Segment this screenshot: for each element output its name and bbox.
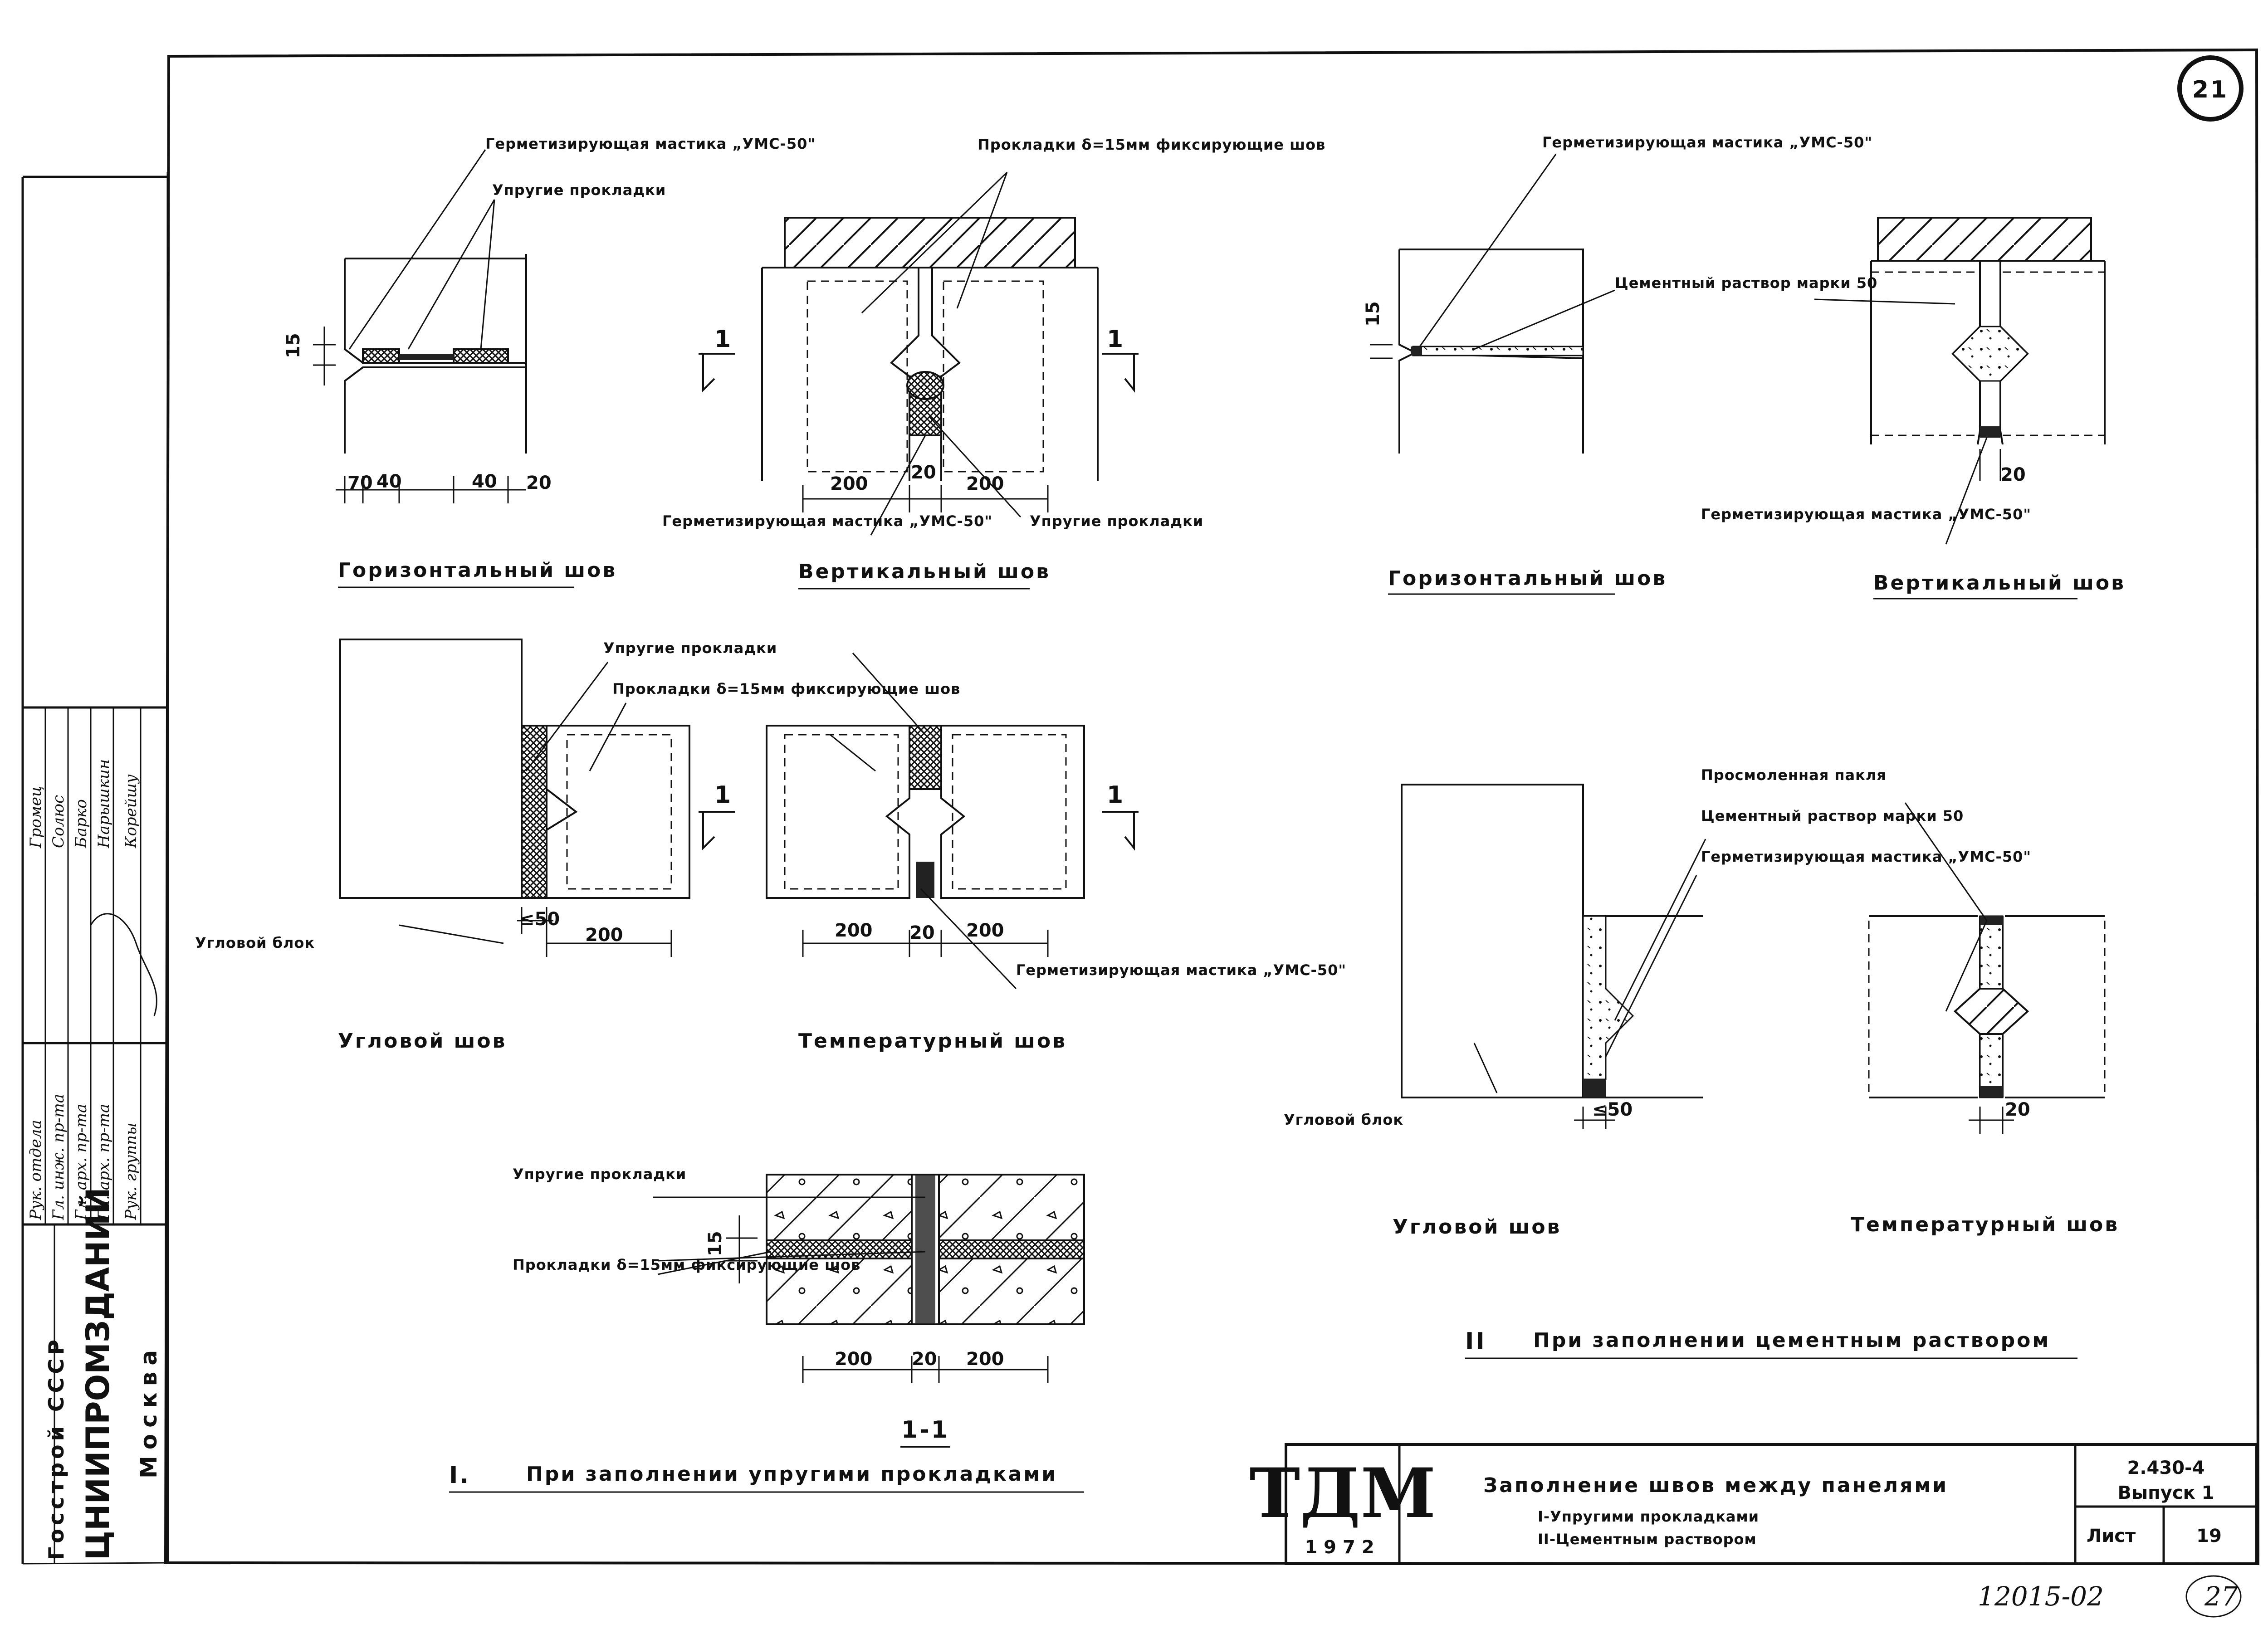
side-role-1: Рук. отдела bbox=[27, 1120, 45, 1220]
p1s-fix-label: Прокладки δ=15мм фиксирующие шов bbox=[513, 1256, 860, 1273]
p2-temperature-joint: 20 Температурный шов bbox=[1851, 802, 2119, 1236]
doc-code: 2.430-4 bbox=[2127, 1458, 2205, 1478]
p1s-gaskets-label: Упругие прокладки bbox=[513, 1166, 686, 1183]
p1v-section-mark-left: 1 bbox=[714, 326, 733, 353]
p1v-dim-3: 200 bbox=[966, 473, 1004, 494]
p1t-dim-2: 20 bbox=[909, 922, 935, 943]
p1h-caption: Горизонтальный шов bbox=[338, 559, 617, 582]
p1c-caption: Угловой шов bbox=[338, 1029, 507, 1053]
p2h-sealant-label: Герметизирующая мастика „УМС-50" bbox=[1542, 134, 1872, 151]
p2v-sealant-label: Герметизирующая мастика „УМС-50" bbox=[1701, 506, 2031, 523]
p1s-dim-2: 20 bbox=[912, 1349, 937, 1370]
sheet-label: Лист bbox=[2087, 1526, 2136, 1546]
side-name-1: Громец bbox=[27, 786, 45, 849]
svg-text:27: 27 bbox=[2204, 1581, 2238, 1612]
p1s-dim-v: 15 bbox=[705, 1231, 726, 1256]
p1t-section-mark-left: 1 bbox=[714, 781, 733, 809]
p1-temperature-joint: Герметизирующая мастика „УМС-50" 1 1 200… bbox=[699, 653, 1346, 1053]
p1h-sealant-label: Герметизирующая мастика „УМС-50" bbox=[485, 135, 816, 152]
p1c-corner-block-label: Угловой блок bbox=[195, 934, 315, 951]
p1-corner-joint: Упругие прокладки Прокладки δ=15мм фикси… bbox=[195, 639, 960, 1053]
part1-title: I. При заполнении упругими прокладками bbox=[449, 1462, 1084, 1493]
p1v-dim-2: 20 bbox=[911, 462, 936, 483]
side-city: Москва bbox=[136, 1344, 162, 1478]
p2h-mortar-label: Цементный раствор марки 50 bbox=[1615, 274, 1877, 292]
p1c-gaskets-label: Упругие прокладки bbox=[603, 639, 777, 657]
side-name-2: Солюс bbox=[49, 795, 68, 848]
side-org2: ЦНИИПРОМЗДАНИЙ bbox=[79, 1187, 117, 1560]
p1v-dim-1: 200 bbox=[830, 473, 868, 494]
p2c-caption: Угловой шов bbox=[1393, 1215, 1561, 1239]
signature-scribble bbox=[90, 913, 157, 1016]
tb-title-1: Заполнение швов между панелями bbox=[1483, 1474, 1948, 1497]
p1t-sealant-label: Герметизирующая мастика „УМС-50" bbox=[1016, 961, 1346, 979]
svg-text:21: 21 bbox=[2192, 76, 2229, 103]
p2h-dim-v: 15 bbox=[1363, 301, 1383, 327]
title-block: ТДМ 1972 Заполнение швов между панелями … bbox=[1249, 1443, 2258, 1565]
p2t-caption: Температурный шов bbox=[1851, 1213, 2119, 1236]
p1t-section-mark-right: 1 bbox=[1107, 781, 1125, 809]
p2c-corner-block-label: Угловой блок bbox=[1284, 1111, 1403, 1128]
side-stamp: Госстрой СССР ЦНИИПРОМЗДАНИЙ Москва Рук.… bbox=[21, 172, 169, 1564]
p1s-dim-3: 200 bbox=[966, 1349, 1004, 1370]
side-name-4: Нарышкин bbox=[95, 759, 113, 849]
p1v-caption: Вертикальный шов bbox=[798, 560, 1051, 583]
p2c-dim-1: ≤50 bbox=[1592, 1099, 1633, 1120]
p1t-dim-1: 200 bbox=[835, 920, 873, 941]
side-role-4: Гл. арх. пр-та bbox=[95, 1104, 113, 1220]
issue: Выпуск 1 bbox=[2118, 1483, 2214, 1503]
p1-horizontal-joint: Герметизирующая мастика „УМС-50" Упругие… bbox=[283, 135, 816, 588]
svg-text:При заполнении цементным раств: При заполнении цементным раствором bbox=[1533, 1329, 2050, 1352]
p1c-dim-2: 200 bbox=[585, 925, 623, 946]
archive-number: 12015-02 27 bbox=[1978, 1575, 2242, 1618]
p1h-dim-4: 20 bbox=[526, 473, 552, 493]
svg-text:II: II bbox=[1465, 1328, 1486, 1355]
p2-vertical-joint: Герметизирующая мастика „УМС-50" 20 Верт… bbox=[1701, 217, 2126, 600]
svg-text:12015-02: 12015-02 bbox=[1978, 1581, 2104, 1612]
side-role-2: Гл. инж. пр-та bbox=[49, 1094, 68, 1220]
p2c-tow-label: Просмоленная пакля bbox=[1701, 766, 1887, 784]
sheet-number: 19 bbox=[2196, 1526, 2222, 1546]
org-logo: ТДМ bbox=[1249, 1454, 1436, 1533]
p1h-dim-2: 40 bbox=[376, 471, 402, 492]
p2c-sealant-label: Герметизирующая мастика „УМС-50" bbox=[1701, 848, 2031, 865]
side-role-3: Гл. арх. пр-та bbox=[72, 1104, 90, 1220]
p1t-caption: Температурный шов bbox=[798, 1029, 1067, 1053]
p2v-caption: Вертикальный шов bbox=[1873, 571, 2126, 595]
side-org1: Госстрой СССР bbox=[44, 1336, 68, 1560]
p2t-dim-1: 20 bbox=[2005, 1099, 2030, 1120]
p2-horizontal-joint: Герметизирующая мастика „УМС-50" Цементн… bbox=[1363, 134, 1877, 595]
side-role-5: Рук. группы bbox=[122, 1122, 140, 1220]
p1c-dim-1: ≤50 bbox=[519, 909, 560, 930]
svg-text:При заполнении упругими прокла: При заполнении упругими прокладками bbox=[526, 1463, 1057, 1486]
p1h-gaskets-label: Упругие прокладки bbox=[492, 181, 666, 199]
side-name-5: Корейшу bbox=[122, 774, 140, 849]
tb-title-2: I-Упругими прокладками bbox=[1538, 1508, 1759, 1525]
p1v-elastic-label: Упругие прокладки bbox=[1030, 512, 1203, 530]
side-name-3: Барко bbox=[72, 799, 90, 849]
p1-section-1-1: Упругие прокладки Прокладки δ=15мм фикси… bbox=[513, 1166, 1085, 1448]
p1v-section-mark-right: 1 bbox=[1107, 326, 1125, 353]
p1-vertical-joint: Прокладки δ=15мм фиксирующие шов Гермети… bbox=[662, 136, 1325, 590]
sheet-number-circle: 21 bbox=[2177, 55, 2244, 122]
p1t-dim-3: 200 bbox=[966, 920, 1004, 941]
p1s-mark: 1-1 bbox=[901, 1416, 949, 1444]
p2h-caption: Горизонтальный шов bbox=[1388, 567, 1667, 590]
p1v-sealant-label: Герметизирующая мастика „УМС-50" bbox=[662, 512, 992, 530]
p1h-dim-1: 70 bbox=[347, 473, 373, 493]
p1h-dim-v: 15 bbox=[283, 333, 304, 358]
p1s-dim-1: 200 bbox=[835, 1349, 873, 1370]
svg-text:I.: I. bbox=[449, 1462, 470, 1489]
p2v-dim-1: 20 bbox=[2000, 464, 2026, 485]
p2c-mortar-label: Цементный раствор марки 50 bbox=[1701, 807, 1964, 824]
p1h-dim-3: 40 bbox=[472, 471, 497, 492]
year: 1972 bbox=[1305, 1537, 1380, 1558]
p2-corner-joint: Угловой блок Просмоленная пакля Цементны… bbox=[1284, 766, 2031, 1239]
part2-title: II При заполнении цементным раствором bbox=[1465, 1328, 2077, 1359]
tb-title-3: II-Цементным раствором bbox=[1538, 1531, 1757, 1548]
p1c-fix-label: Прокладки δ=15мм фиксирующие шов bbox=[612, 680, 960, 697]
p1v-gaskets-top-label: Прокладки δ=15мм фиксирующие шов bbox=[978, 136, 1325, 153]
